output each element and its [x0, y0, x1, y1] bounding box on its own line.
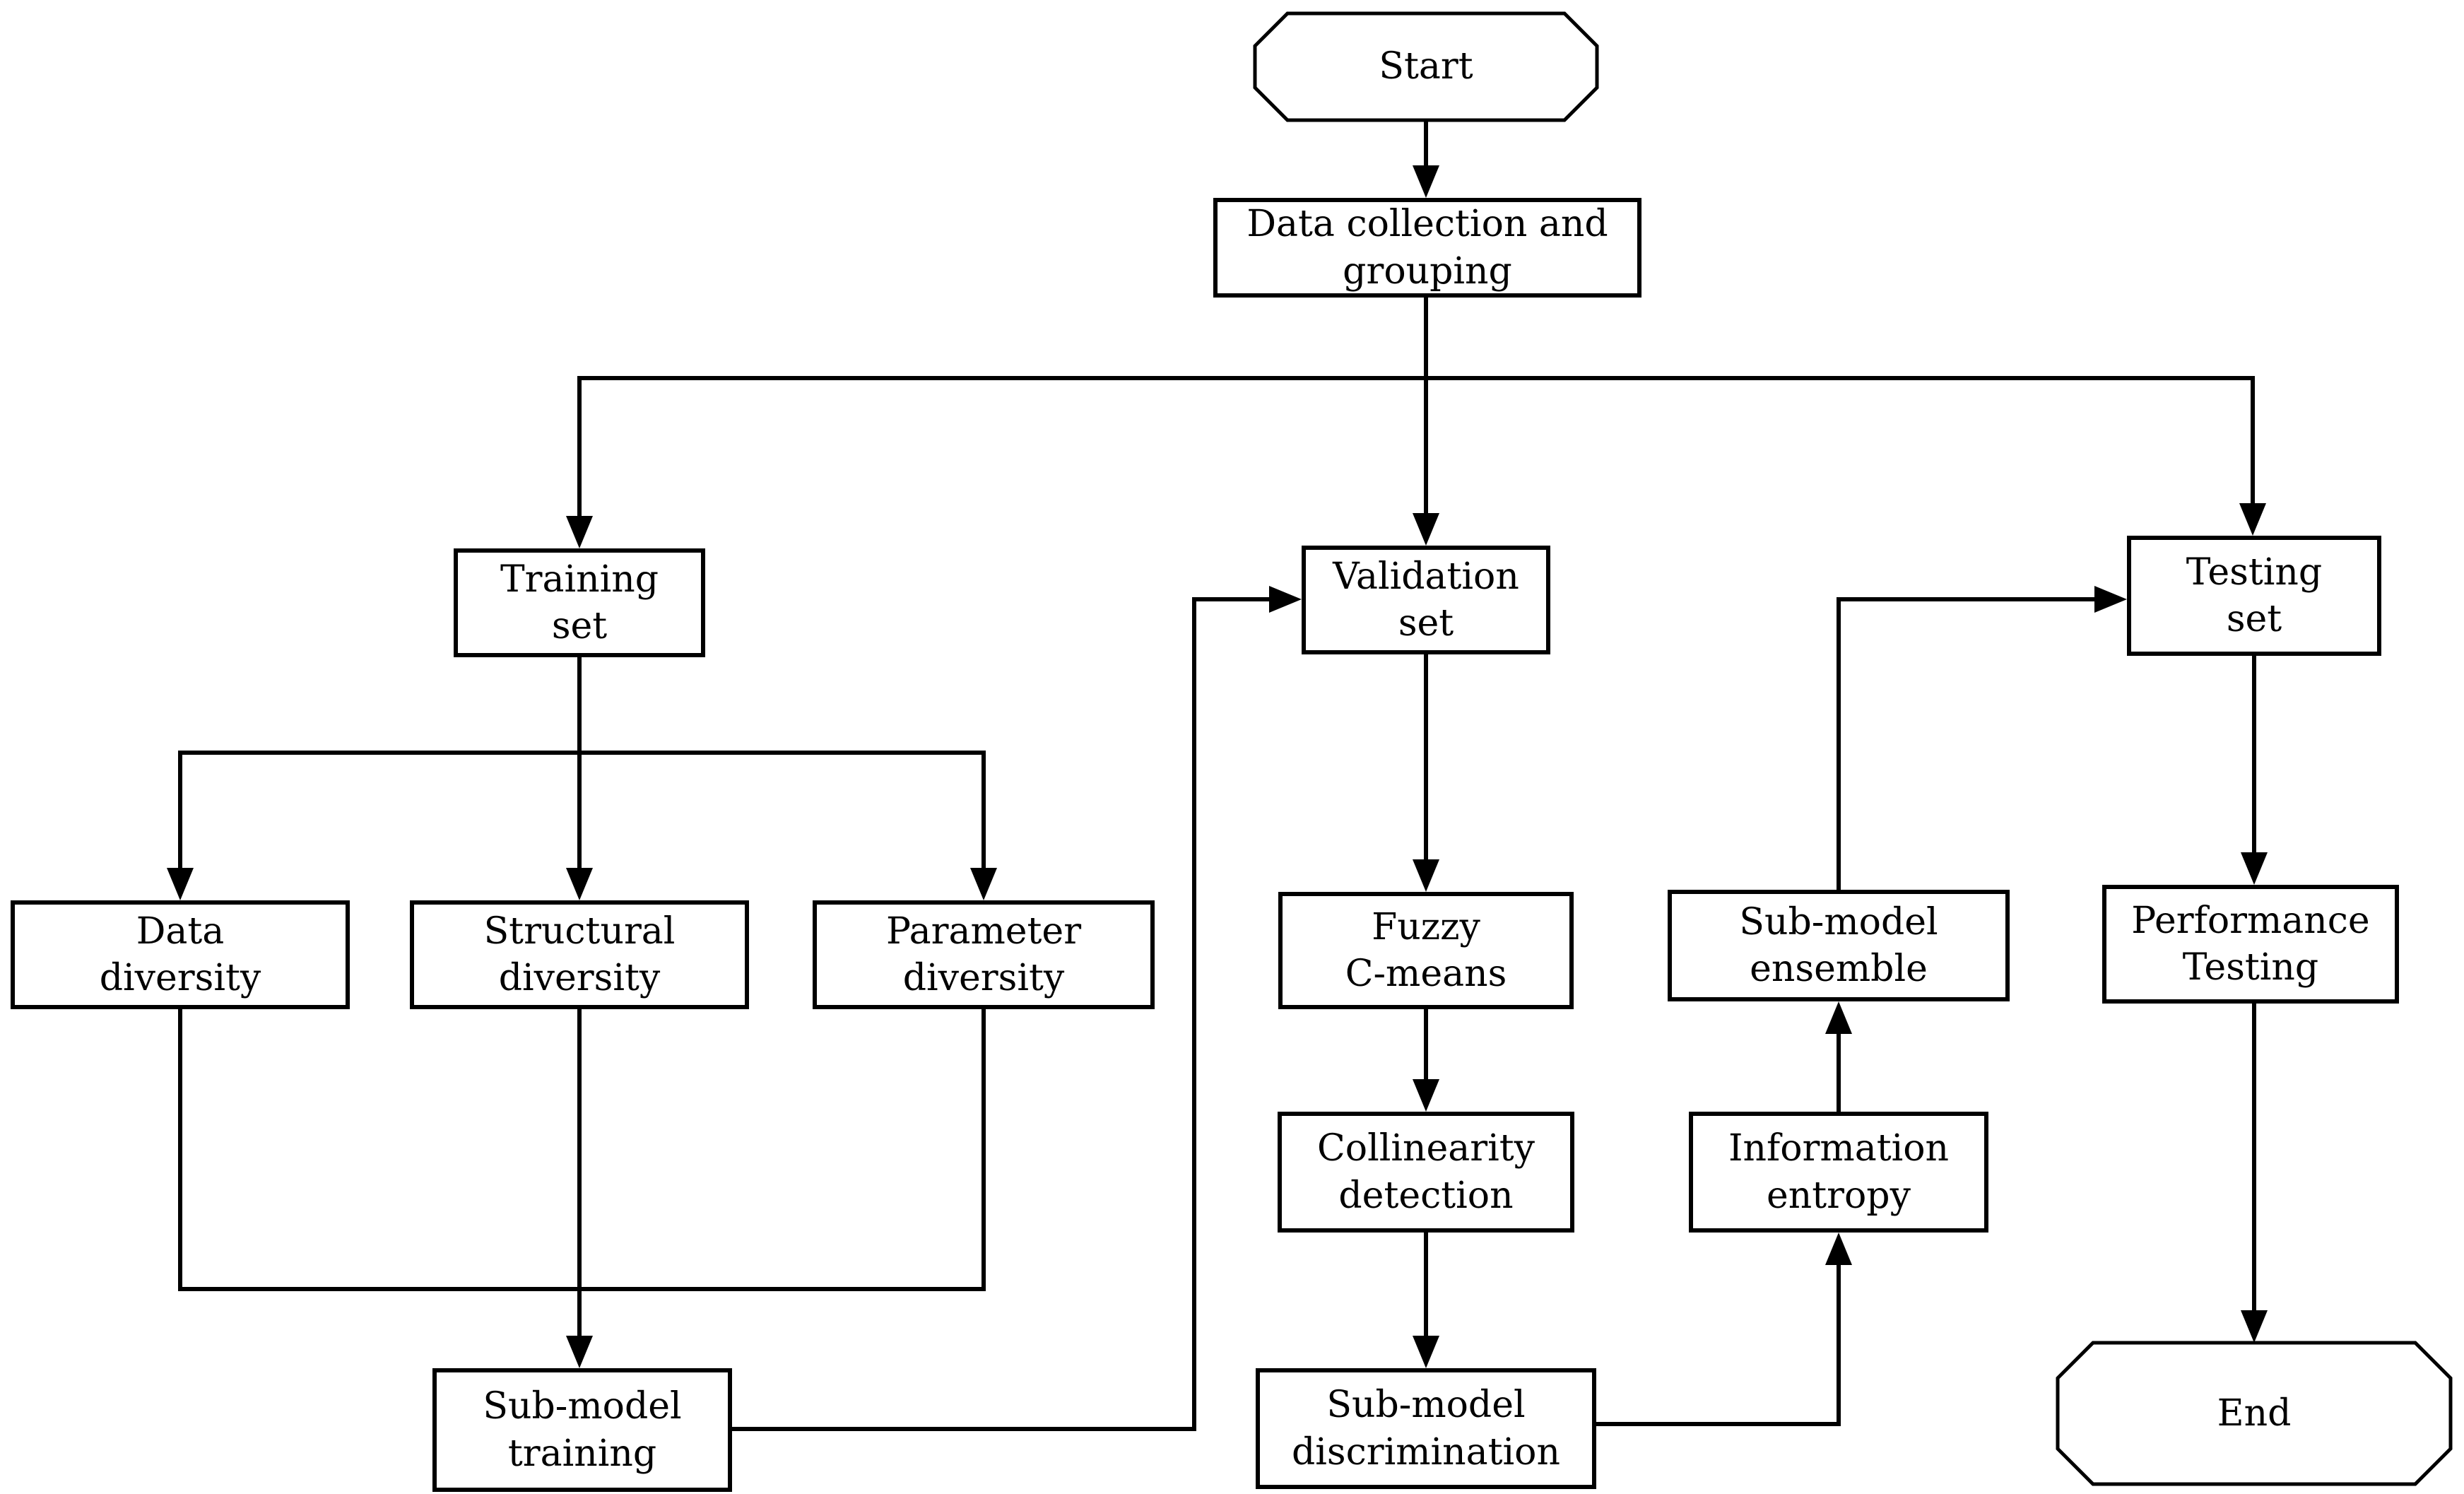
node-parameter-diversity: Parameter diversity: [813, 900, 1155, 1009]
node-submodel-ensemble: Sub-model ensemble: [1668, 890, 2010, 1001]
arrowhead-down-icon: [1413, 513, 1439, 546]
node-data-collection-label: Data collection and grouping: [1246, 203, 1608, 293]
node-collinearity-detection: Collinearity detection: [1278, 1112, 1574, 1233]
edge-data-collection-to-sets: [566, 298, 2266, 548]
arrowhead-down-icon: [167, 868, 194, 900]
node-information-entropy: Information entropy: [1689, 1112, 1988, 1233]
arrowhead-down-icon: [970, 868, 997, 900]
node-submodel-ensemble-label: Sub-model ensemble: [1739, 900, 1938, 990]
arrowhead-right-icon: [1269, 586, 1302, 613]
node-parameter-diversity-label: Parameter diversity: [885, 910, 1082, 999]
node-end-label: End: [2217, 1392, 2292, 1435]
node-validation-set: Validation set: [1302, 546, 1550, 654]
node-submodel-discrimination: Sub-model discrimination: [1256, 1368, 1596, 1489]
node-start-label: Start: [1379, 45, 1473, 88]
node-fuzzy-cmeans-label: Fuzzy C-means: [1345, 905, 1507, 995]
node-end: End: [2058, 1343, 2451, 1484]
node-data-diversity-label: Data diversity: [99, 910, 261, 999]
arrowhead-down-icon: [1413, 1079, 1439, 1112]
edge-collinearity-to-submodel-discrimination: [1413, 1233, 1439, 1368]
arrowhead-right-icon: [2094, 586, 2127, 613]
node-data-collection: Data collection and grouping: [1213, 198, 1641, 298]
arrowhead-down-icon: [566, 868, 593, 900]
arrowhead-down-icon: [566, 1336, 593, 1368]
arrowhead-down-icon: [2239, 503, 2266, 536]
node-training-set-label: Training set: [500, 558, 659, 647]
node-performance-testing: Performance Testing: [2102, 885, 2399, 1004]
node-collinearity-detection-label: Collinearity detection: [1316, 1127, 1535, 1217]
edge-performance-testing-to-end: [2241, 1004, 2268, 1343]
edge-submodel-discrimination-to-information-entropy: [1596, 1233, 1852, 1426]
node-data-diversity: Data diversity: [11, 900, 350, 1009]
node-fuzzy-cmeans: Fuzzy C-means: [1278, 892, 1574, 1009]
arrowhead-up-icon: [1825, 1233, 1852, 1265]
node-information-entropy-label: Information entropy: [1728, 1127, 1950, 1217]
arrowhead-down-icon: [1413, 1336, 1439, 1368]
arrowhead-down-icon: [1413, 859, 1439, 892]
node-start: Start: [1255, 13, 1597, 120]
node-training-set: Training set: [454, 548, 705, 657]
edge-fuzzy-cmeans-to-collinearity: [1413, 1009, 1439, 1112]
edge-information-entropy-to-submodel-ensemble: [1825, 1001, 1852, 1112]
node-structural-diversity-label: Structural diversity: [483, 910, 676, 999]
edge-testing-set-to-performance-testing: [2241, 656, 2268, 885]
edge-start-to-data-collection: [1413, 120, 1439, 198]
arrowhead-up-icon: [1825, 1001, 1852, 1034]
arrowhead-down-icon: [566, 516, 593, 548]
edge-submodel-ensemble-to-testing-set: [1837, 586, 2127, 890]
arrowhead-down-icon: [2241, 1310, 2268, 1343]
end-terminator-shape: [2056, 1341, 2453, 1486]
node-validation-set-label: Validation set: [1333, 555, 1519, 645]
arrowhead-down-icon: [2241, 852, 2268, 885]
arrowhead-down-icon: [1413, 165, 1439, 198]
node-submodel-training-label: Sub-model training: [483, 1385, 682, 1475]
edge-diversities-to-submodel-training: [178, 1009, 986, 1368]
node-submodel-training: Sub-model training: [432, 1368, 732, 1492]
node-performance-testing-label: Performance Testing: [2131, 899, 2370, 989]
edge-training-set-to-diversities: [167, 657, 997, 900]
node-testing-set-label: Testing set: [2186, 551, 2323, 640]
node-submodel-discrimination-label: Sub-model discrimination: [1292, 1384, 1560, 1474]
node-testing-set: Testing set: [2127, 536, 2381, 656]
start-terminator-shape: [1253, 11, 1599, 122]
edge-submodel-training-to-validation-set: [732, 586, 1302, 1431]
edge-validation-set-to-fuzzy-cmeans: [1413, 654, 1439, 892]
node-structural-diversity: Structural diversity: [410, 900, 749, 1009]
